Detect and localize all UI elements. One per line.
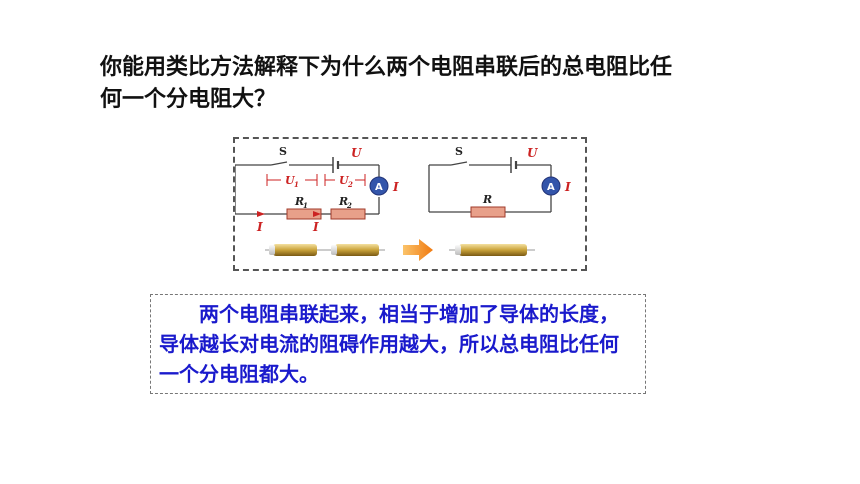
conductor-rods <box>265 239 535 261</box>
label-u2: U <box>339 174 350 187</box>
voltage-brackets <box>266 174 366 186</box>
arrow-right-icon <box>403 239 433 261</box>
label-u1: U <box>285 174 296 187</box>
right-circuit <box>428 157 552 213</box>
label-current-i-right: I <box>564 180 571 194</box>
label-r: R <box>482 193 492 206</box>
answer-box: 两个电阻串联起来，相当于增加了导体的长度，导体越长对电流的阻碍作用越大，所以总电… <box>150 294 646 394</box>
label-r1: R <box>294 195 304 208</box>
label-source-u: U <box>351 146 363 160</box>
label-source-u-right: U <box>527 146 539 160</box>
label-r2-sub: 2 <box>346 201 352 210</box>
question-text: 你能用类比方法解释下为什么两个电阻串联后的总电阻比任何一个分电阻大？ <box>100 55 673 112</box>
label-current-i-mid: I <box>312 220 319 234</box>
label-ammeter-a: A <box>375 182 383 193</box>
label-ammeter-a-right: A <box>547 182 555 193</box>
ammeter-icon-right <box>541 176 561 196</box>
current-arrows <box>257 211 321 217</box>
label-switch-s-right: S <box>455 145 463 158</box>
ammeter-icon <box>369 176 389 196</box>
label-r1-sub: 1 <box>303 201 308 210</box>
rod-combined <box>459 244 527 256</box>
left-circuit <box>235 157 380 215</box>
label-switch-s: S <box>279 145 287 158</box>
circuit-diagram: S U A I U 1 U 2 R 1 R 2 I I S U A <box>235 145 571 261</box>
circuit-figure: S U A I U 1 U 2 R 1 R 2 I I S U A <box>233 137 587 271</box>
label-current-i: I <box>392 180 399 194</box>
label-u1-sub: 1 <box>294 180 299 189</box>
label-u2-sub: 2 <box>347 180 353 189</box>
resistor-r2 <box>330 208 366 220</box>
resistor-r <box>470 206 506 218</box>
rod-2 <box>335 244 379 256</box>
label-current-i-left: I <box>256 220 263 234</box>
label-r2: R <box>338 195 348 208</box>
rod-1 <box>273 244 317 256</box>
